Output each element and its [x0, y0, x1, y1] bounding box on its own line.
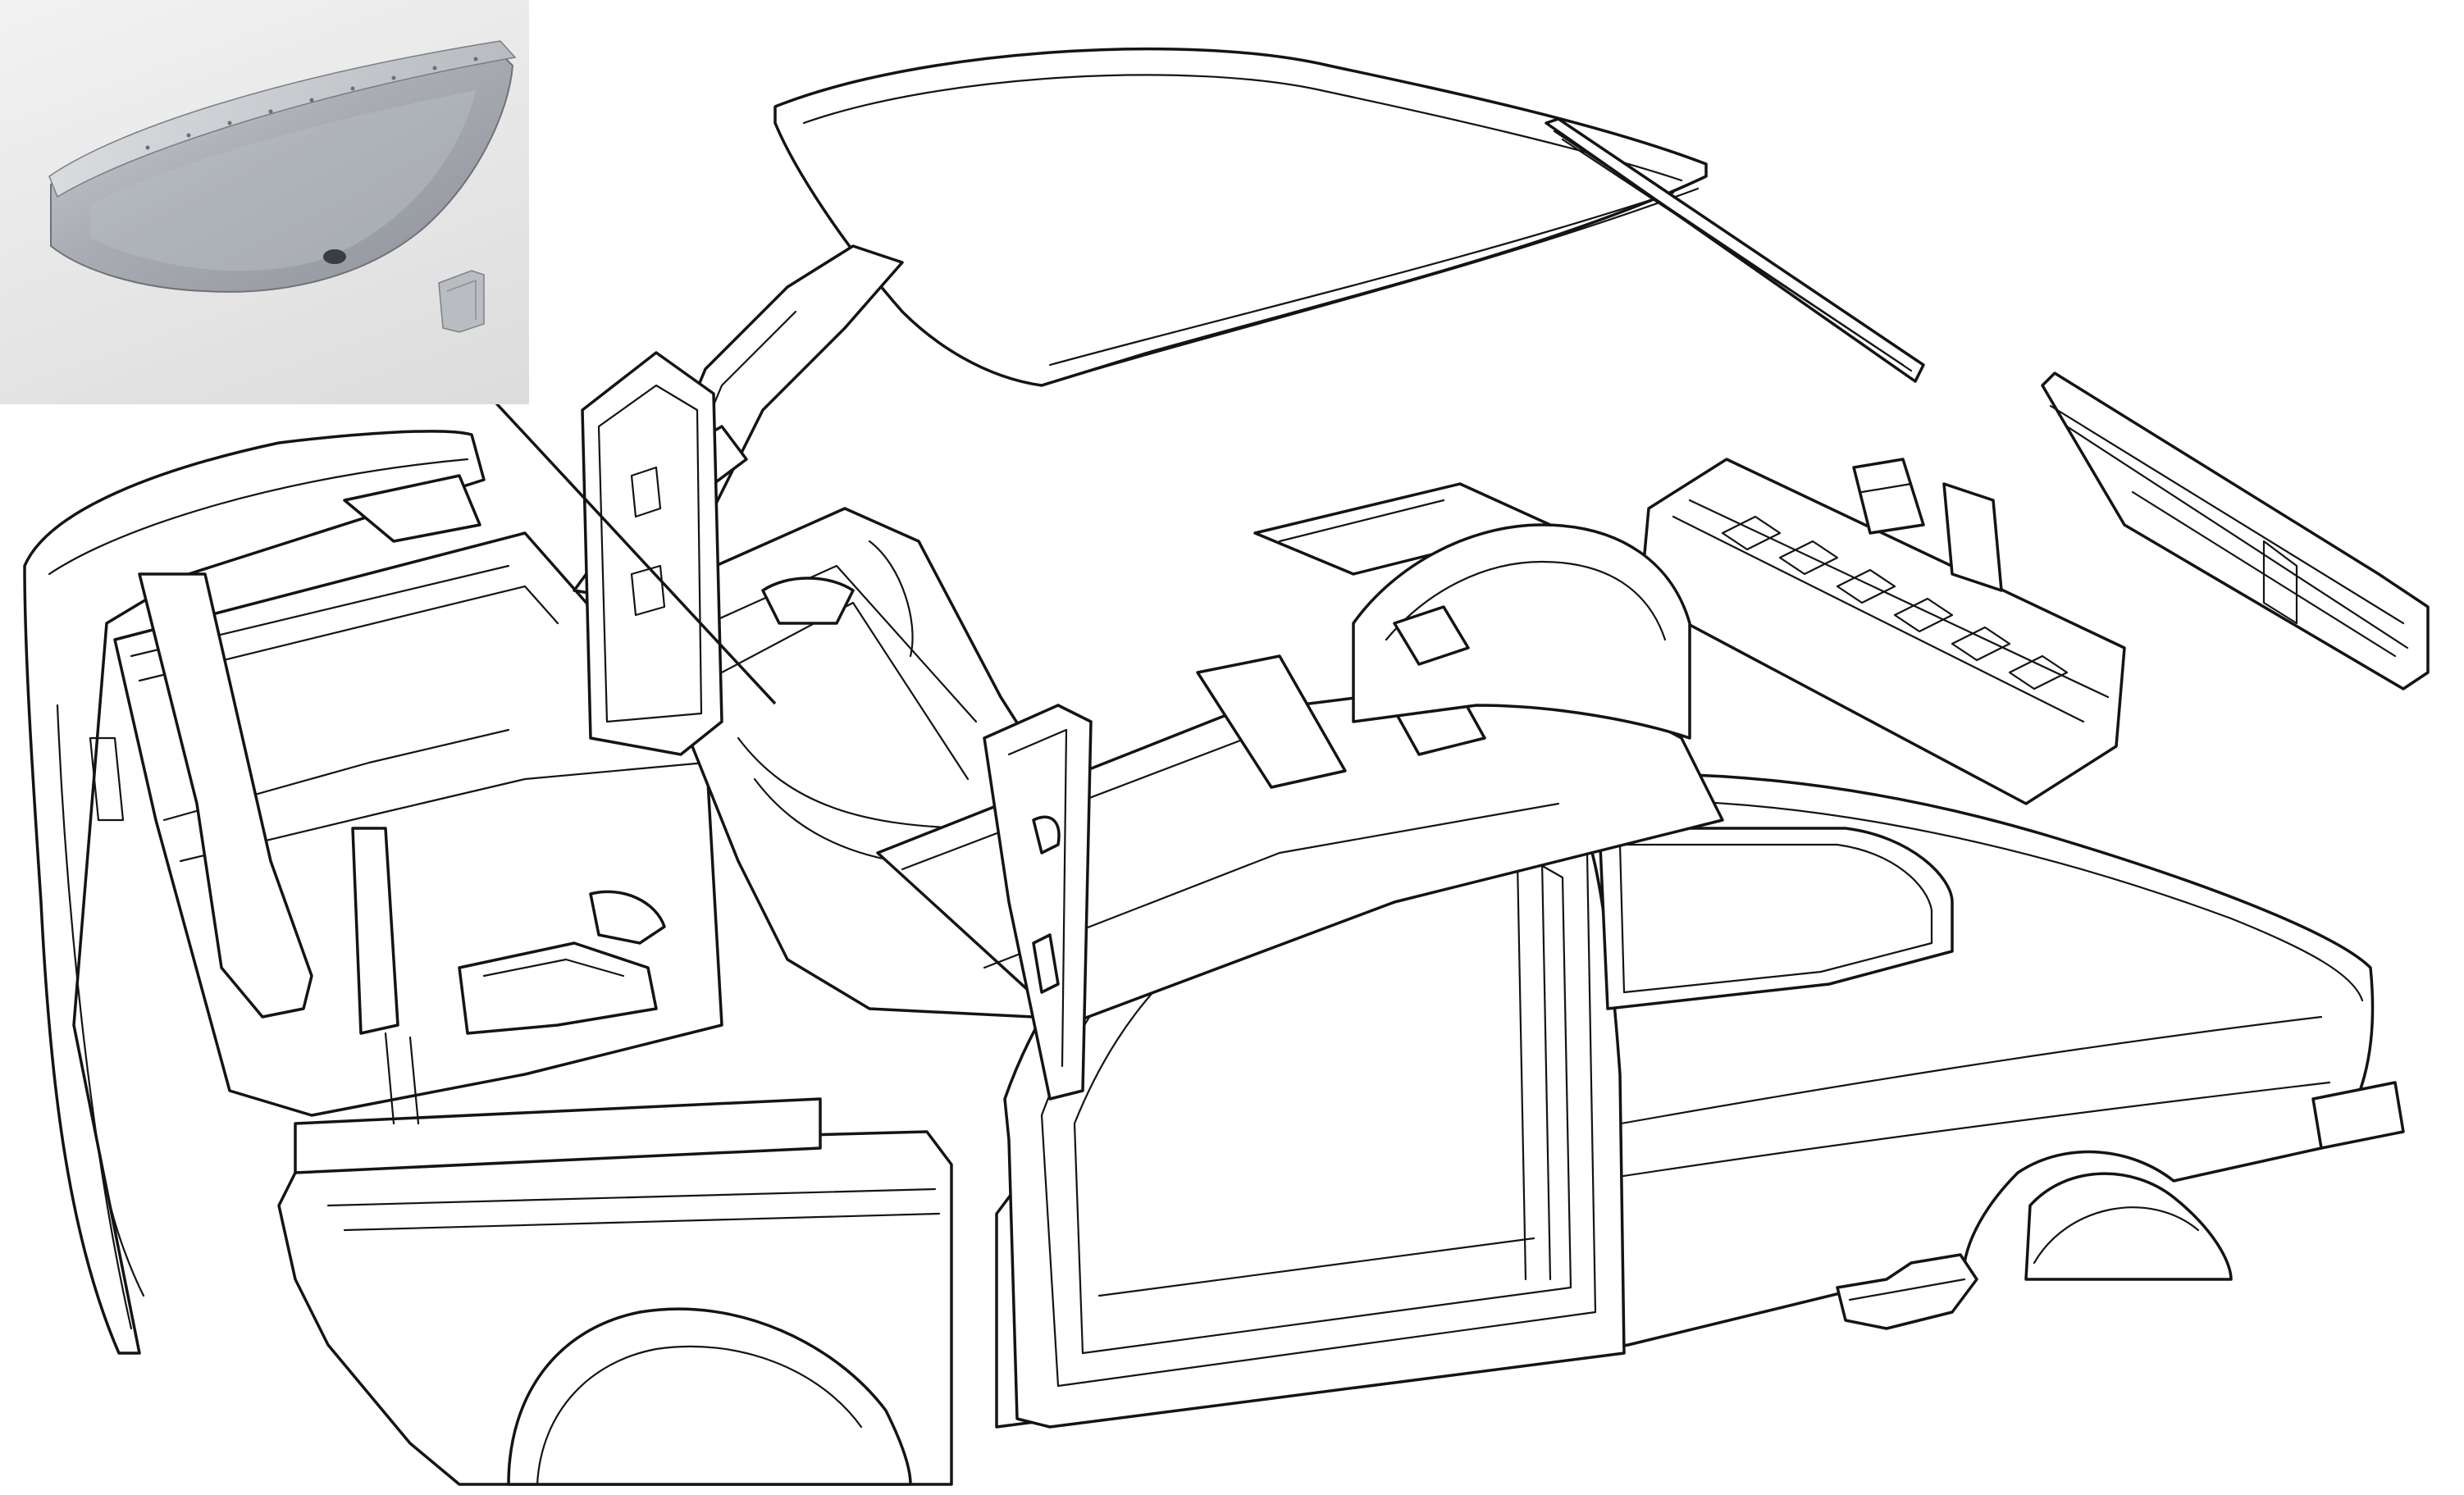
quarter-window-frame [1598, 827, 1954, 1010]
part-photo [48, 40, 517, 333]
rear-jacking-bracket [1836, 1253, 1978, 1330]
rear-wheel-arch [1352, 523, 1691, 740]
part-photo-inset [0, 0, 529, 404]
engine-bay-inner-structure [113, 474, 822, 1174]
rear-crossmember [1852, 458, 2003, 592]
roof-side-rail [1545, 117, 1925, 383]
floor-pan-assembly [876, 482, 1724, 1027]
centre-pillar [983, 704, 1093, 1101]
front-wing-panel [277, 1130, 953, 1486]
rear-valance-panel [2041, 371, 2430, 691]
front-panel-assembly [23, 430, 486, 1355]
rear-sill-extension [2311, 1081, 2405, 1150]
door-hinge-pillar [581, 351, 723, 756]
roof-panel [773, 47, 1708, 387]
